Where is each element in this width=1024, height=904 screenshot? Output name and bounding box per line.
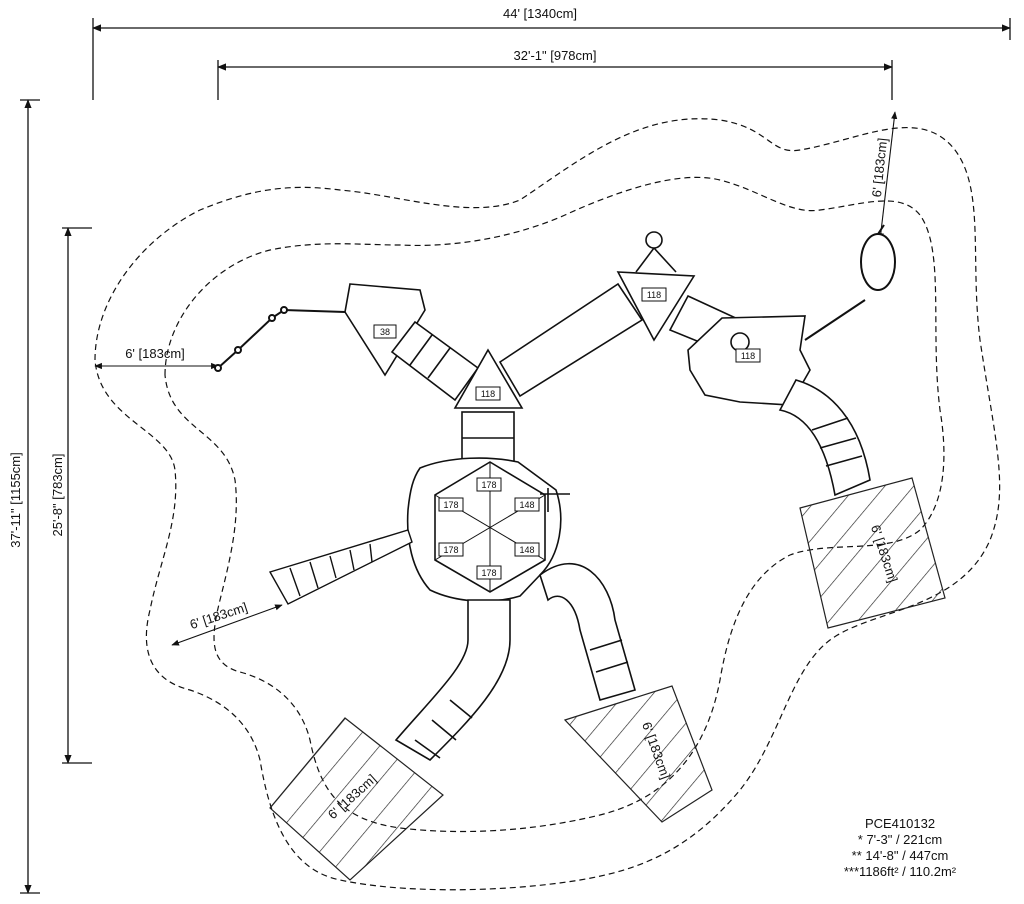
deck-label-hex-upper-right: 148 [519, 500, 534, 510]
bottom-left-curved-slide [394, 599, 511, 762]
zone-top-right-label: 6' [183cm] [869, 137, 890, 198]
left-chain-ladder [214, 306, 346, 372]
deck-label-right: 118 [741, 351, 755, 361]
dimension-overall-width [92, 18, 1011, 100]
overall-depth-label: 37'-11" [1155cm] [8, 452, 23, 548]
zone-lower-left-label: 6' [183cm] [188, 599, 249, 632]
hexagon-tower [406, 457, 562, 603]
center-connector-deck [461, 411, 515, 465]
deck-label-hex-lower-left: 178 [443, 545, 458, 555]
dimension-inner-depth [62, 227, 92, 764]
deck-label-center: 118 [481, 389, 495, 399]
upper-deck [616, 231, 696, 342]
area-note: ***1186ft² / 110.2m² [843, 864, 957, 879]
steering-wheel-panel [540, 488, 570, 512]
left-climbing-net [268, 529, 413, 605]
overall-width-label: 44' [1340cm] [503, 6, 577, 21]
inner-depth-label: 25'-8" [783cm] [50, 454, 65, 537]
outer-use-zone-boundary [94, 118, 1001, 891]
center-deck [453, 348, 524, 409]
deck-label-hex-upper-left: 178 [443, 500, 458, 510]
slide-exit-zone-right [799, 477, 946, 629]
deck-label-upper: 118 [647, 290, 661, 300]
deck-label-hex-lower-right: 148 [519, 545, 534, 555]
slide-exit-zone-bottom-center [563, 685, 713, 823]
inner-width-label: 32'-1" [978cm] [514, 48, 597, 63]
zone-dimension-lower-left [171, 604, 283, 646]
height-note-1: * 7'-3" / 221cm [857, 832, 943, 847]
left-bridge [390, 320, 480, 402]
right-rope-climber [804, 224, 896, 341]
deck-label-hex-bottom: 178 [481, 568, 496, 578]
model-number: PCE410132 [864, 816, 936, 831]
deck-label-hex-top: 178 [481, 480, 496, 490]
deck-label-left: 38 [380, 327, 390, 337]
dimension-inner-width [217, 60, 893, 100]
model-notes: PCE410132 * 7'-3" / 221cm ** 14'-8" / 44… [800, 816, 1000, 880]
upper-bridge [498, 282, 644, 398]
zone-dimension-top-right [877, 111, 898, 241]
right-curved-slide [778, 379, 871, 497]
slide-exit-zone-bottom-left [269, 717, 444, 881]
zone-left-label: 6' [183cm] [125, 346, 185, 361]
bottom-center-curved-slide [539, 562, 636, 701]
right-deck [687, 315, 811, 406]
height-note-2: ** 14'-8" / 447cm [851, 848, 949, 863]
dimension-overall-depth [20, 99, 40, 894]
